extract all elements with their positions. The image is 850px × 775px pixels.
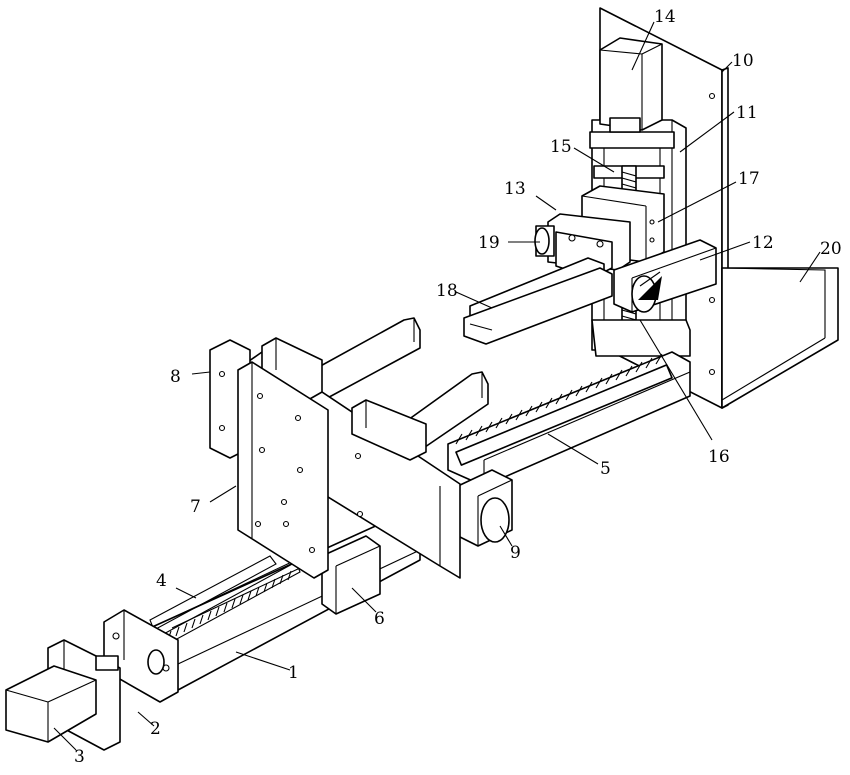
callout-11: 11 bbox=[736, 103, 758, 123]
upper-rail-motor bbox=[458, 470, 512, 546]
callout-18: 18 bbox=[436, 281, 458, 301]
upper-linear-rail bbox=[448, 352, 690, 486]
gripper-fingers bbox=[464, 258, 612, 344]
callout-14: 14 bbox=[654, 7, 676, 27]
callout-1: 1 bbox=[288, 663, 299, 683]
top-stepper-motor bbox=[600, 38, 662, 132]
callout-6: 6 bbox=[374, 609, 385, 629]
callout-8: 8 bbox=[170, 367, 181, 387]
callout-10: 10 bbox=[732, 51, 754, 71]
callout-9: 9 bbox=[510, 543, 521, 563]
collecting-chute bbox=[722, 268, 838, 408]
callout-12: 12 bbox=[752, 233, 774, 253]
callout-2: 2 bbox=[150, 719, 161, 739]
callout-19: 19 bbox=[478, 233, 500, 253]
callout-17: 17 bbox=[738, 169, 760, 189]
callout-7: 7 bbox=[190, 497, 201, 517]
frame-base-bracket bbox=[592, 320, 690, 356]
callout-13: 13 bbox=[504, 179, 526, 199]
callout-4: 4 bbox=[156, 571, 167, 591]
callout-5: 5 bbox=[600, 459, 611, 479]
callout-15: 15 bbox=[550, 137, 572, 157]
callout-3: 3 bbox=[74, 747, 85, 767]
callout-16: 16 bbox=[708, 447, 730, 467]
callout-20: 20 bbox=[820, 239, 842, 259]
